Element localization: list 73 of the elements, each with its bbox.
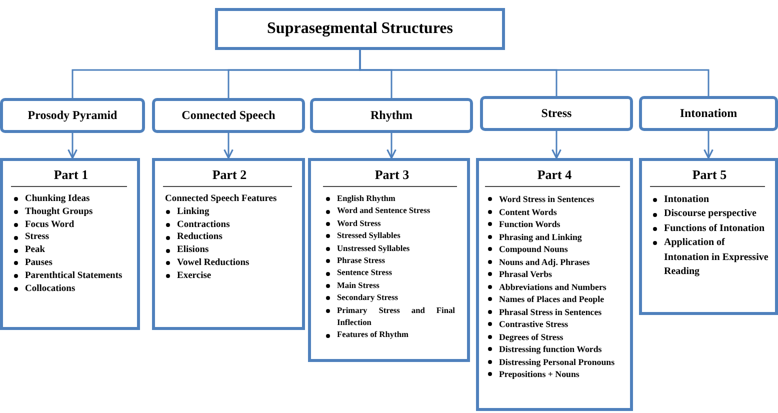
list-item: Unstressed Syllables bbox=[337, 244, 410, 253]
list-item: Phrasal Verbs bbox=[499, 269, 552, 279]
list-item: Parenthtical Statements bbox=[25, 270, 122, 281]
title: Suprasegmental Structures bbox=[267, 20, 453, 38]
list-item: Nouns and Adj. Phrases bbox=[499, 256, 590, 266]
part-card bbox=[308, 158, 470, 362]
list-item: Reductions bbox=[177, 232, 222, 242]
list-item: English Rhythm bbox=[337, 194, 396, 203]
list-item: Elisions bbox=[177, 245, 209, 256]
part-card bbox=[476, 158, 633, 411]
list-item: Exercise bbox=[177, 270, 212, 281]
list-item: Discourse perspective bbox=[664, 208, 756, 220]
list-item: Word Stress bbox=[337, 218, 381, 228]
list-item: Primary Stress and Final Inflection bbox=[337, 306, 455, 328]
category-label: Stress bbox=[541, 106, 572, 121]
category-box bbox=[639, 96, 778, 131]
connector-line bbox=[359, 50, 710, 96]
title-box bbox=[215, 8, 505, 50]
list-item: Linking bbox=[177, 206, 210, 217]
list-item: Sentence Stress bbox=[337, 268, 392, 278]
list-item: Phrasal Stress in Sentences bbox=[499, 306, 602, 316]
list-item: Distressing function Words bbox=[499, 344, 602, 354]
category-box bbox=[310, 98, 473, 133]
list-item: Word and Sentence Stress bbox=[337, 206, 430, 216]
category-label: Prosody Pyramid bbox=[28, 108, 118, 123]
list-item: Prepositions + Nouns bbox=[499, 369, 580, 379]
list-item: Features of Rhythm bbox=[337, 330, 408, 340]
list-item: Collocations bbox=[25, 284, 76, 294]
list-item: Phrase Stress bbox=[337, 256, 385, 266]
section-heading: Part 1 bbox=[52, 167, 90, 184]
list-item: Main Stress bbox=[337, 280, 380, 290]
list-item: Function Words bbox=[499, 219, 560, 229]
arrow bbox=[224, 133, 234, 159]
list-intro: Connected Speech Features bbox=[165, 194, 277, 204]
part-card bbox=[152, 158, 305, 330]
section-heading: Part 5 bbox=[691, 167, 728, 184]
list-item: Content Words bbox=[499, 206, 557, 216]
list-item: Thought Groups bbox=[25, 206, 93, 217]
list-item: Abbreviations and Numbers bbox=[499, 282, 606, 292]
category-box bbox=[152, 98, 305, 133]
list-item: Degrees of Stress bbox=[499, 332, 564, 342]
list-item: Phrasing and Linking bbox=[499, 232, 582, 242]
list-item: Vowel Reductions bbox=[177, 258, 250, 268]
arrow bbox=[704, 131, 714, 159]
arrow bbox=[386, 133, 396, 159]
category-label: Rhythm bbox=[370, 108, 412, 123]
list-item: Names of Places and People bbox=[499, 294, 604, 304]
list-item: Word Stress in Sentences bbox=[499, 194, 594, 204]
category-label: Connected Speech bbox=[182, 108, 276, 123]
section-heading: Part 4 bbox=[536, 167, 573, 184]
arrow bbox=[552, 131, 562, 159]
list-item: Contrastive Stress bbox=[499, 319, 568, 329]
category-box bbox=[480, 96, 633, 131]
list-item: Focus Word bbox=[25, 220, 74, 230]
part-card bbox=[639, 158, 778, 315]
list-item: Stressed Syllables bbox=[337, 231, 400, 240]
category-label: Intonatiom bbox=[680, 106, 738, 121]
list-item: Contractions bbox=[177, 220, 230, 230]
category-box bbox=[0, 98, 145, 133]
arrow bbox=[68, 133, 78, 159]
list-item: Secondary Stress bbox=[337, 293, 398, 302]
list-item: Application of Intonation in Expressive Reading bbox=[664, 237, 768, 278]
section-heading: Part 3 bbox=[374, 167, 410, 184]
part-card bbox=[0, 158, 140, 330]
list-item: Functions of Intonation bbox=[664, 222, 765, 234]
section-heading: Part 2 bbox=[211, 167, 248, 184]
list-item: Chunking Ideas bbox=[25, 194, 90, 204]
list-item: Compound Nouns bbox=[499, 244, 568, 254]
list-item: Intonation bbox=[664, 194, 710, 205]
list-item: Stress bbox=[25, 232, 50, 242]
list-item: Pauses bbox=[25, 258, 52, 268]
list-item: Peak bbox=[25, 245, 46, 256]
list-item: Distressing Personal Pronouns bbox=[499, 356, 615, 366]
